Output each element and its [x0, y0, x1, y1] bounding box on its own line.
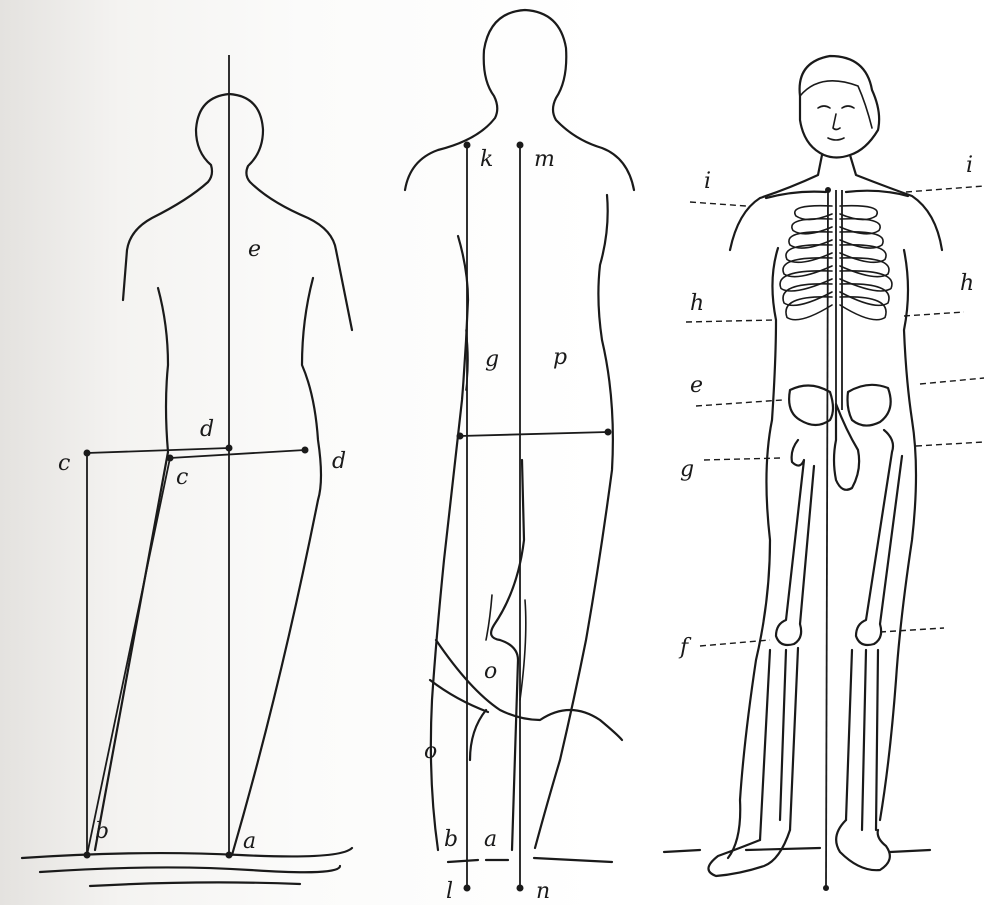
rib-right: [840, 206, 877, 220]
level-i-left: [690, 202, 746, 206]
label-d-left: d: [200, 417, 214, 442]
rib-left: [783, 284, 832, 306]
point-n: [517, 885, 524, 892]
level-g-right: [916, 442, 984, 446]
level-g-left: [704, 458, 780, 460]
figure-3: i i h h e g f: [664, 56, 984, 891]
label-c-left: c: [58, 451, 70, 476]
label-n: n: [536, 879, 550, 904]
label-o-lower: o: [424, 739, 437, 764]
tibia-right: [846, 650, 878, 830]
hip-line: [460, 432, 608, 436]
back-right-contour: [535, 195, 613, 848]
point-a: [226, 852, 233, 859]
line-c-d-inner: [170, 450, 305, 458]
point-d: [226, 445, 233, 452]
right-torso-contour: [232, 278, 321, 855]
level-i-right: [906, 186, 984, 192]
label-h-left: h: [690, 291, 704, 316]
label-p: p: [553, 345, 567, 370]
rib-right: [840, 297, 886, 320]
skeleton-hair: [800, 81, 872, 128]
point-c-inner: [167, 455, 174, 462]
point-bottom: [823, 885, 829, 891]
label-c-inner: c: [176, 465, 188, 490]
femur-left: [776, 440, 814, 645]
body-silhouette: [123, 94, 352, 330]
label-b: b: [95, 819, 109, 844]
rib-left: [786, 297, 832, 320]
femur-right: [856, 430, 902, 645]
point-d-right: [302, 447, 309, 454]
figure-1: e d d c c b a: [22, 55, 352, 886]
skeleton-body-right: [880, 250, 916, 820]
label-g: g: [485, 347, 499, 372]
tibia-left: [760, 648, 798, 840]
point-top: [825, 187, 831, 193]
label-l: l: [446, 879, 453, 904]
figure-2: k m g p o o b a l n: [405, 10, 634, 904]
label-a: a: [484, 827, 497, 852]
rib-left: [780, 271, 832, 291]
point-m: [517, 142, 524, 149]
level-e-right: [920, 378, 984, 384]
line-c-inner-b: [87, 458, 170, 855]
label-d-right: d: [332, 449, 346, 474]
label-o-upper: o: [484, 659, 497, 684]
point-b: [84, 852, 91, 859]
label-i-left: i: [704, 169, 711, 194]
back-ground-line: [448, 858, 612, 862]
label-m: m: [534, 147, 555, 172]
level-e-left: [696, 400, 782, 406]
label-a: a: [243, 829, 256, 854]
label-e: e: [690, 373, 703, 398]
level-f-right: [880, 628, 944, 632]
point-hip-left: [457, 433, 464, 440]
skeleton-body-left: [728, 248, 778, 858]
point-k: [464, 142, 471, 149]
clavicles: [766, 191, 908, 198]
ground-line: [22, 848, 352, 886]
raised-leg-contour: [430, 640, 622, 760]
skeleton-head: [800, 56, 880, 158]
label-i-right: i: [966, 153, 973, 178]
rib-right: [840, 271, 892, 291]
point-l: [464, 885, 471, 892]
label-e: e: [248, 237, 261, 262]
pelvis: [789, 385, 891, 490]
inner-leg-contour: [491, 460, 524, 850]
label-f: f: [678, 635, 692, 660]
line-c-d: [87, 448, 229, 453]
point-c: [84, 450, 91, 457]
label-h-right: h: [960, 271, 974, 296]
face: [818, 106, 854, 140]
label-k: k: [480, 147, 493, 172]
label-g: g: [680, 457, 694, 482]
rib-left: [795, 206, 832, 220]
level-h-left: [686, 320, 774, 322]
skeleton-ground: [664, 848, 930, 852]
point-hip-right: [605, 429, 612, 436]
rib-right: [840, 284, 889, 306]
level-h-right: [904, 312, 964, 316]
label-b: b: [444, 827, 458, 852]
